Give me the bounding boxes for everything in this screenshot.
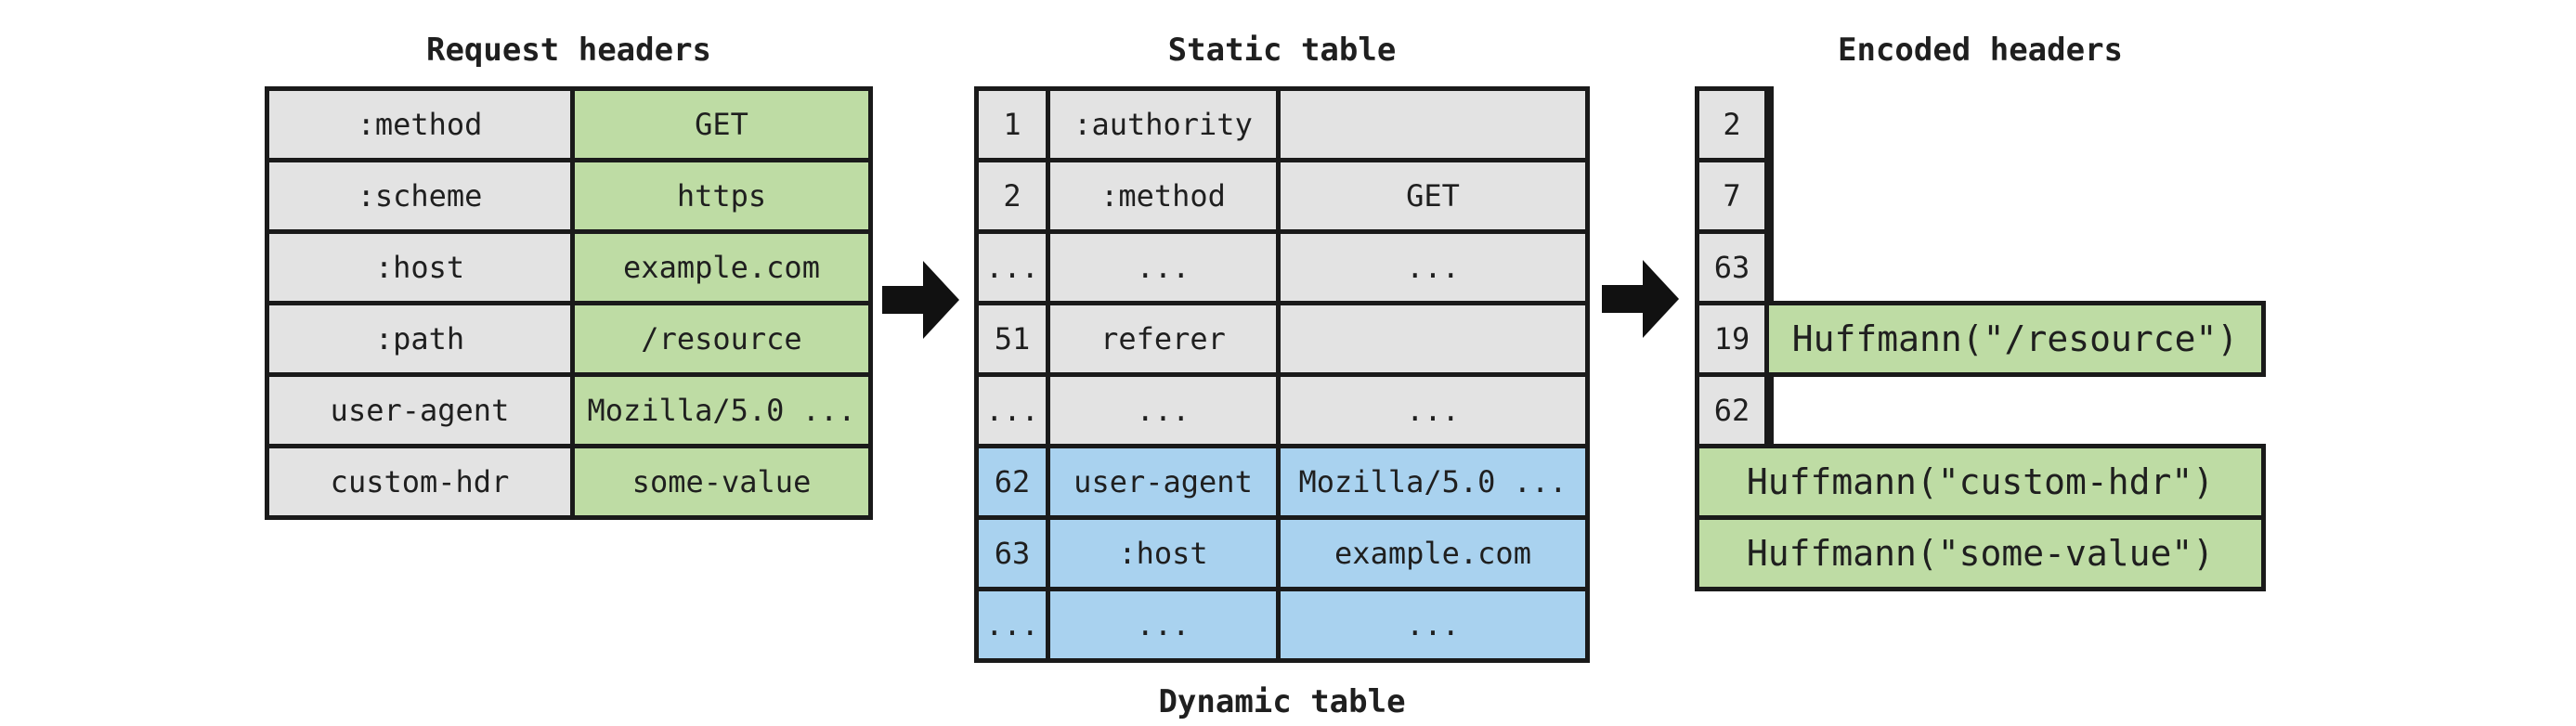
table-cell: 19	[1699, 305, 1764, 372]
table-cell: :method	[1050, 162, 1276, 229]
table-cell: https	[575, 162, 868, 229]
table-cell	[1281, 91, 1585, 158]
table-cell: :method	[269, 91, 570, 158]
table-cell: 2	[979, 162, 1046, 229]
table-cell: ...	[1050, 234, 1276, 301]
table-cell: example.com	[1281, 520, 1585, 587]
dynamic-table-label: Dynamic table	[1158, 683, 1406, 720]
table-cell: GET	[575, 91, 868, 158]
table-cell: referer	[1050, 305, 1276, 372]
table-cell: some-value	[575, 448, 868, 515]
table-cell: ...	[979, 234, 1046, 301]
table-cell: ...	[1050, 591, 1276, 658]
encoded-headers-title: Encoded headers	[1837, 32, 2124, 69]
encoded-resource-box: Huffmann("/resource")	[1764, 301, 2266, 377]
encoded-custom-hdr-box: Huffmann("custom-hdr")	[1695, 444, 2266, 520]
table-cell	[1281, 305, 1585, 372]
table-cell: 62	[1699, 377, 1764, 444]
table-cell: :path	[269, 305, 570, 372]
arrow-right-icon	[882, 261, 959, 339]
table-cell: ...	[1050, 377, 1276, 444]
table-cell: 63	[1699, 234, 1764, 301]
table-cell: /resource	[575, 305, 868, 372]
table-cell: 2	[1699, 91, 1764, 158]
table-cell: ...	[1281, 234, 1585, 301]
table-cell: ...	[979, 591, 1046, 658]
table-cell: 51	[979, 305, 1046, 372]
table-cell: custom-hdr	[269, 448, 570, 515]
table-cell: ...	[1281, 591, 1585, 658]
table-cell: 62	[979, 448, 1046, 515]
table-cell: example.com	[575, 234, 868, 301]
table-cell: ...	[1281, 377, 1585, 444]
table-cell: Mozilla/5.0 ...	[575, 377, 868, 444]
table-cell: ...	[979, 377, 1046, 444]
table-cell: user-agent	[1050, 448, 1276, 515]
table-cell: 7	[1699, 162, 1764, 229]
table-cell: Mozilla/5.0 ...	[1281, 448, 1585, 515]
static-table-title: Static table	[1167, 32, 1397, 69]
table-cell: GET	[1281, 162, 1585, 229]
table-cell: 63	[979, 520, 1046, 587]
table-cell: :scheme	[269, 162, 570, 229]
request-headers-title: Request headers	[425, 32, 712, 69]
arrow-right-icon	[1602, 260, 1679, 338]
table-cell: :authority	[1050, 91, 1276, 158]
table-cell: :host	[1050, 520, 1276, 587]
encoded-some-value-box: Huffmann("some-value")	[1695, 515, 2266, 591]
table-cell: 1	[979, 91, 1046, 158]
table-cell: :host	[269, 234, 570, 301]
table-cell: user-agent	[269, 377, 570, 444]
